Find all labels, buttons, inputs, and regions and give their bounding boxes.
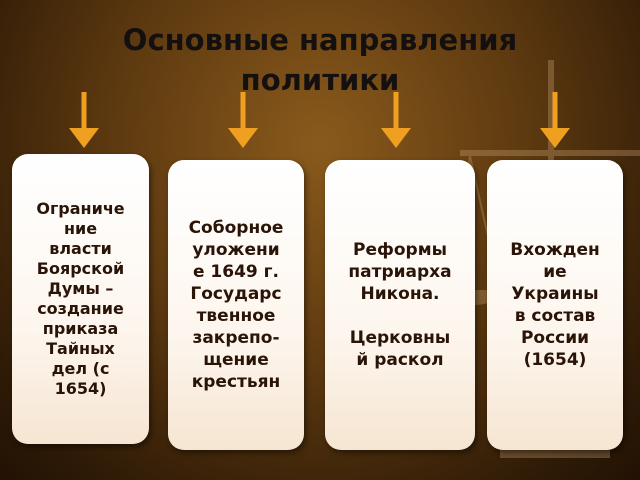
policy-box-sobornoye-ulozheniye: Соборное уложени е 1649 г. Государс твен… [168, 160, 304, 450]
arrow-down-icon [69, 92, 99, 148]
page-title: Основные направления политики [0, 20, 640, 100]
arrow-down-icon [540, 92, 570, 148]
policy-box-text: Ограниче ние власти Боярской Думы – созд… [36, 199, 125, 398]
policy-box-ukraine: Вхожден ие Украины в состав России (1654… [487, 160, 623, 450]
arrow-down-icon [381, 92, 411, 148]
title-line-2: политики [240, 63, 400, 97]
policy-box-nikon-reforms: Реформы патриарха Никона. Церковны й рас… [325, 160, 475, 450]
title-line-1: Основные направления [122, 23, 518, 57]
policy-box-boyar-duma: Ограниче ние власти Боярской Думы – созд… [12, 154, 149, 444]
policy-box-text: Вхожден ие Украины в состав России (1654… [510, 240, 600, 370]
policy-box-text: Соборное уложени е 1649 г. Государс твен… [188, 218, 284, 392]
policy-box-text: Реформы патриарха Никона. Церковны й рас… [348, 240, 452, 370]
arrow-down-icon [228, 92, 258, 148]
